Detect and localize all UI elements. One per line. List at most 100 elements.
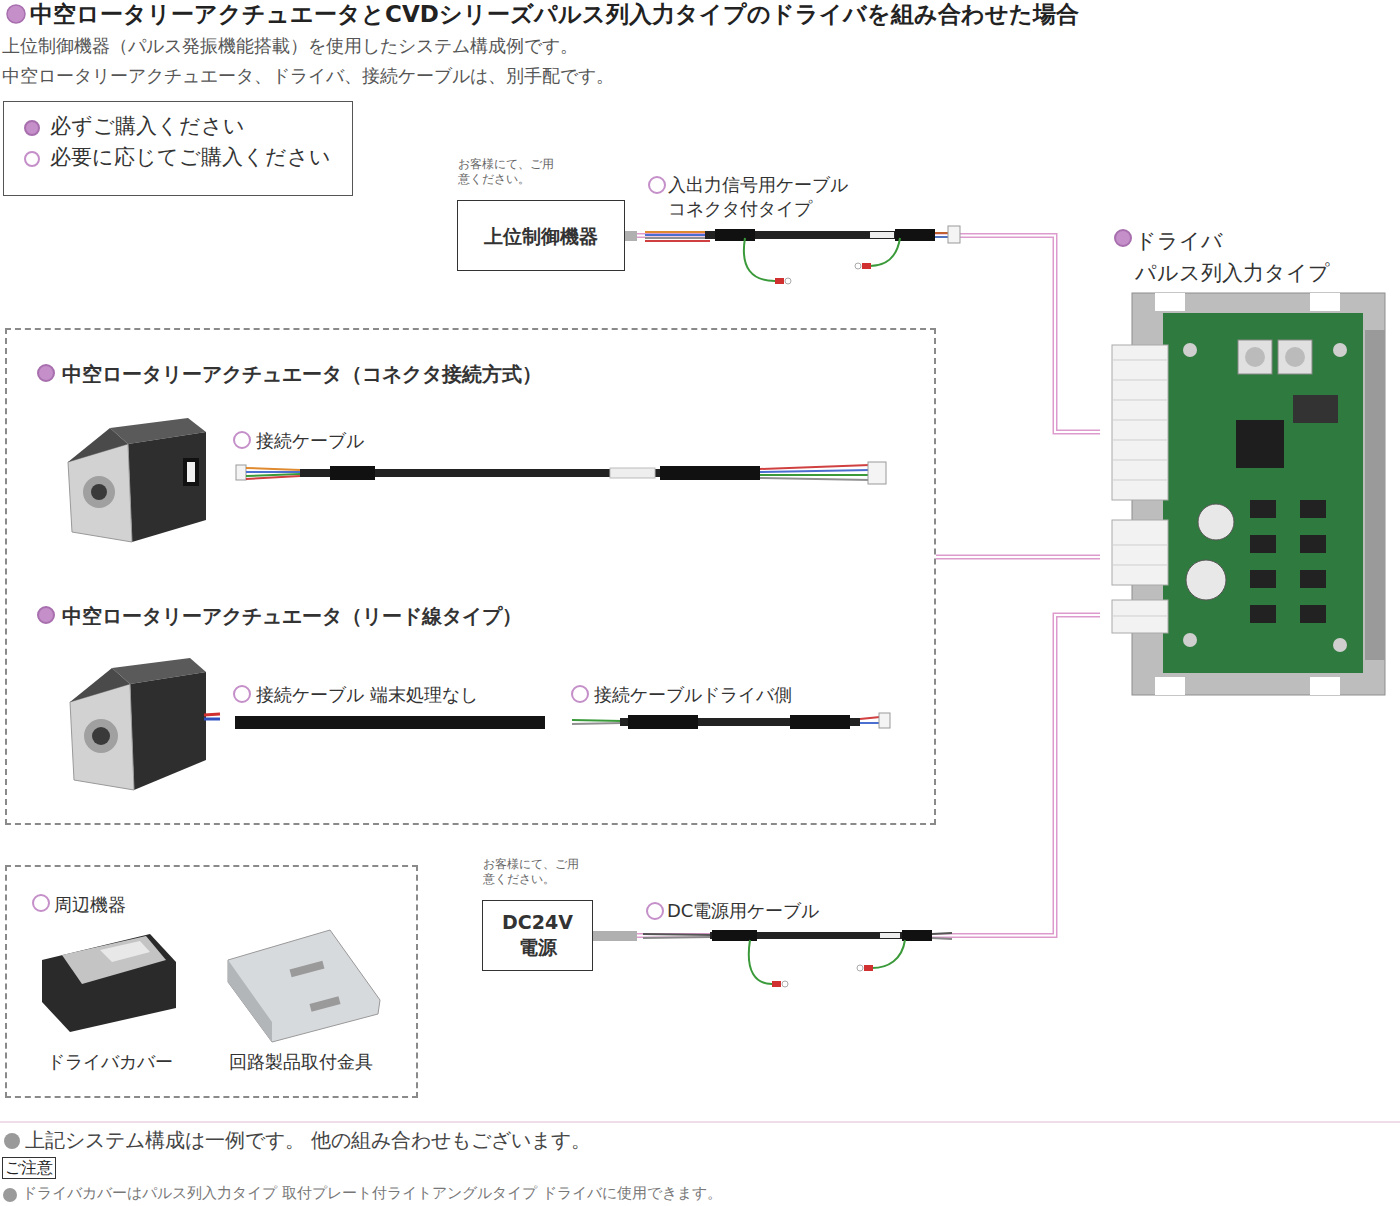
group-heading: 中空ロータリーアクチュエータ（コネクタ接続方式） <box>62 361 542 387</box>
actuator-lead-part <box>84 719 118 753</box>
connector <box>936 557 1100 558</box>
connection-cable-part <box>246 468 300 470</box>
driver-board-part <box>1278 340 1312 374</box>
mounting-bracket <box>228 930 380 1042</box>
driver-board-part-part <box>1250 500 1276 518</box>
driver-board-part <box>1132 293 1385 695</box>
cable-driver-side-part <box>879 713 890 728</box>
actuator-lead-part <box>130 672 206 790</box>
purchase-marker-part <box>38 607 54 623</box>
actuator-connector-part <box>68 428 128 462</box>
io-cable-part <box>645 237 710 239</box>
driver-board-part-part <box>1300 570 1326 588</box>
optional-marker-part <box>33 895 49 911</box>
io-cable-part <box>870 232 894 238</box>
io-cable-part <box>870 238 900 266</box>
driver-board-part <box>1198 504 1234 540</box>
connection-cable-part <box>760 465 870 469</box>
box-label: DC24V 電源 <box>498 910 578 961</box>
dc-cable-part <box>643 937 712 938</box>
dc-cable <box>593 930 952 987</box>
legend-text: 必ずご購入ください <box>50 113 245 140</box>
driver-board-part-part <box>1112 616 1168 617</box>
cable-label: 接続ケーブルドライバ側 <box>594 683 792 706</box>
driver-board-part-part <box>1112 565 1168 566</box>
io-cable-part <box>862 263 871 269</box>
connection-cable-part <box>610 468 655 478</box>
io-cable-part <box>895 229 935 241</box>
driver-board-part <box>1310 293 1340 311</box>
driver-board <box>1112 293 1385 695</box>
driver-board-part <box>1293 395 1338 423</box>
driver-board-part <box>1186 560 1226 600</box>
actuator-group: 中空ロータリーアクチュエータ（コネクタ接続方式）接続ケーブル中空ロータリーアクチ… <box>5 328 936 825</box>
dc-cable-part <box>932 933 952 934</box>
connector <box>625 236 1100 433</box>
driver-board-part <box>1236 420 1284 468</box>
io-cable-part <box>715 229 755 241</box>
mounting-bracket-part <box>228 930 380 1042</box>
driver-board-part <box>1365 330 1385 660</box>
user-supply-note: お客様にて、ご用意ください。 <box>458 157 560 187</box>
io-cable-part <box>855 263 861 269</box>
actuator-connector-part <box>83 476 115 508</box>
dc-cable-part <box>782 981 788 987</box>
user-supply-note: お客様にて、ご用意ください。 <box>483 857 585 887</box>
diagram-title: 中空ロータリーアクチュエータとCVDシリーズパルス列入力タイプのドライバを組み合… <box>30 0 1079 30</box>
driver-board-part <box>1112 345 1168 500</box>
driver-board-part <box>1310 677 1340 695</box>
io-cable <box>607 226 960 284</box>
note-bullet-part <box>4 1133 20 1149</box>
dc-cable-part <box>880 933 900 938</box>
driver-board-part <box>1238 340 1272 374</box>
caution-note: ドライバカバーはパルス列入力タイプ 取付プレート付ライトアングルタイプ ドライバ… <box>22 1184 722 1204</box>
dc-cable-part <box>872 940 905 968</box>
connector-core <box>936 556 1100 558</box>
group-heading: 中空ロータリーアクチュエータ（リード線タイプ） <box>62 603 522 629</box>
driver-board-part-part <box>1112 440 1168 441</box>
io-cable-part <box>775 278 784 284</box>
cable-driver-side-part <box>572 723 622 724</box>
footnote: 上記システム構成は一例です。 他の組み合わせもございます。 <box>25 1127 591 1153</box>
driver-board-part-part <box>1250 605 1276 623</box>
mounting-bracket-part <box>309 996 340 1011</box>
legend-swatch <box>24 151 40 167</box>
power-supply-box: お客様にて、ご用意ください。DC24V 電源 <box>482 900 593 971</box>
driver-board-part <box>1112 600 1168 633</box>
driver-board-part-part <box>1112 480 1168 481</box>
connection-cable-part <box>868 462 886 484</box>
driver-board-part-part <box>1250 535 1276 553</box>
optional-marker-part <box>234 432 250 448</box>
dc-cable-part <box>864 965 873 971</box>
driver-board-part <box>1250 500 1326 623</box>
driver-unit: ドライバ パルス列入力タイプ <box>1100 225 1390 700</box>
cable-label: 接続ケーブル 端末処理なし <box>256 683 478 706</box>
actuator-lead-part <box>70 684 134 790</box>
connection-cable <box>236 462 886 484</box>
actuator-lead-part <box>70 668 130 702</box>
optional-marker-part <box>234 686 250 702</box>
driver-board-part <box>1245 347 1265 367</box>
cable-driver-side-part <box>790 715 850 729</box>
io-cable-part <box>744 238 775 281</box>
io-cable-part <box>785 278 791 284</box>
driver-board-part-part <box>1300 500 1326 518</box>
dc-cable-part <box>749 940 772 984</box>
connector-core <box>593 615 1100 936</box>
optional-marker-part <box>572 686 588 702</box>
driver-board-part-part <box>1112 420 1168 421</box>
driver-board-part <box>1155 293 1185 311</box>
cable-no-terminal-part <box>235 716 545 729</box>
cable-driver-side <box>572 713 890 729</box>
note-bullet-part <box>3 1188 17 1202</box>
dc-cable-part <box>902 930 932 941</box>
part-caption: 回路製品取付金具 <box>229 1050 373 1073</box>
title-bullet <box>7 5 25 23</box>
dc-cable-part <box>593 931 637 941</box>
connection-cable-part <box>760 478 870 480</box>
caution-tag: ご注意 <box>2 1157 56 1179</box>
actuator-connector-part <box>183 458 199 486</box>
dc-cable-part <box>932 938 952 939</box>
actuator-connector <box>68 418 206 542</box>
